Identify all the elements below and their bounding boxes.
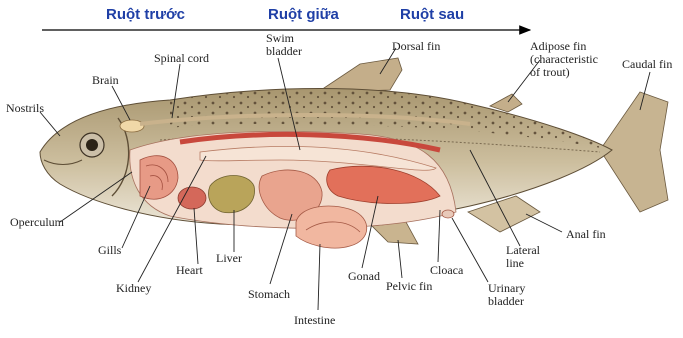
label-lateral-line-2: line [506,257,524,270]
label-swim-bladder-2: bladder [266,45,302,58]
urinary-bladder [442,210,454,218]
label-liver: Liver [216,252,242,265]
label-heart: Heart [176,264,203,277]
adipose-fin [490,94,522,112]
label-nostrils: Nostrils [6,102,44,115]
label-adipose-fin-3: of trout) [530,66,570,79]
heart [178,187,206,209]
intestine [296,206,367,248]
label-dorsal-fin: Dorsal fin [392,40,440,53]
header-hindgut: Ruột sau [400,6,464,23]
label-gonad: Gonad [348,270,380,283]
label-operculum: Operculum [10,216,64,229]
label-cloaca: Cloaca [430,264,463,277]
label-caudal-fin: Caudal fin [622,58,672,71]
label-spinal-cord: Spinal cord [154,52,209,65]
label-gills: Gills [98,244,121,257]
label-intestine: Intestine [294,314,335,327]
brain [120,120,144,132]
label-pelvic-fin: Pelvic fin [386,280,432,293]
header-midgut: Ruột giữa [268,6,339,23]
label-kidney: Kidney [116,282,151,295]
label-urinary-bladder-2: bladder [488,295,524,308]
label-stomach: Stomach [248,288,290,301]
header-foregut: Ruột trước [106,6,185,23]
label-brain: Brain [92,74,119,87]
dorsal-fin [318,58,402,92]
label-anal-fin: Anal fin [566,228,606,241]
